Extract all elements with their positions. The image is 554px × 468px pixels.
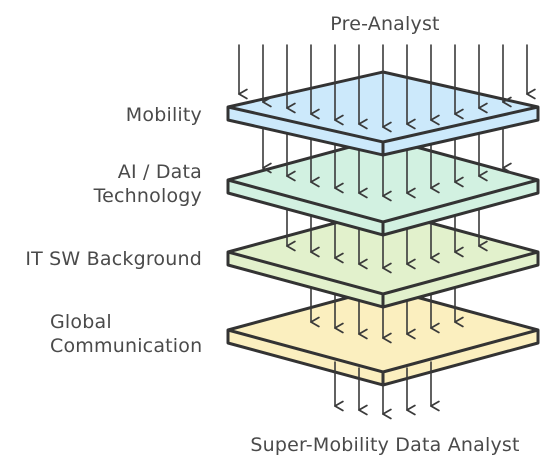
bottom-label: Super-Mobility Data Analyst <box>250 434 520 456</box>
layer-label-line: Global <box>50 311 112 333</box>
layer-label-line: Technology <box>93 185 202 207</box>
layer-label-mobility: Mobility <box>60 103 202 127</box>
arrows-output <box>334 361 440 420</box>
layer-label-ai-data: AI / Data Technology <box>60 160 202 208</box>
top-label: Pre-Analyst <box>330 13 440 35</box>
layer-label-line: Mobility <box>125 104 202 126</box>
layer-label-it-sw: IT SW Background <box>10 247 202 271</box>
layer-label-line: IT SW Background <box>25 248 202 270</box>
layer-label-line: AI / Data <box>117 161 202 183</box>
layer-label-line: Communication <box>50 335 203 357</box>
arrows-into-layer-1 <box>238 44 536 133</box>
layer-label-global-communication: Global Communication <box>50 310 210 358</box>
